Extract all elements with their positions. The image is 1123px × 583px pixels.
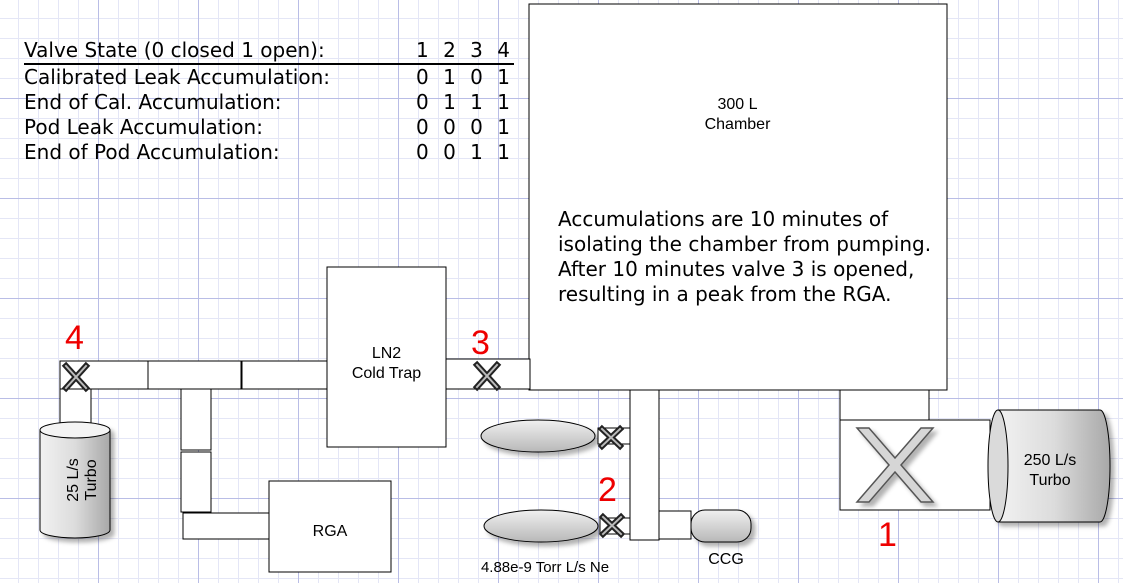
- chamber-label: 300 L Chamber: [670, 95, 805, 135]
- table-row-label: Calibrated Leak Accumulation:: [24, 65, 331, 89]
- table-row: Pod Leak Accumulation: 0 0 0 1: [24, 115, 514, 140]
- table-row: End of Cal. Accumulation: 0 1 1 1: [24, 90, 514, 115]
- ccg-label: CCG: [708, 551, 744, 568]
- ccg-gauge: [690, 509, 752, 543]
- table-row-values: 0 0 1 1: [416, 140, 514, 164]
- large-turbo-label: 250 L/s Turbo: [1005, 451, 1095, 491]
- small-turbo-pump: [39, 421, 111, 539]
- small-turbo-label: 25 L/s Turbo: [65, 430, 101, 530]
- chamber-label-line1: 300 L: [717, 96, 758, 113]
- table-row-label: Pod Leak Accumulation:: [24, 115, 263, 139]
- pipe-segment: [658, 510, 692, 540]
- table-header-label: Valve State (0 closed 1 open):: [24, 38, 325, 62]
- table-row-values: 0 0 0 1: [416, 115, 514, 139]
- pod-leak: [483, 509, 599, 543]
- cold-trap-label-line2: Cold Trap: [351, 365, 422, 382]
- pipe-segment: [629, 389, 660, 541]
- pipe-segment: [839, 389, 930, 421]
- valve-2b-icon: [598, 512, 626, 539]
- valve-1-icon: [855, 427, 935, 503]
- table-header-row: Valve State (0 closed 1 open): 1 2 3 4: [24, 38, 514, 65]
- table-row-label: End of Pod Accumulation:: [24, 140, 280, 164]
- cold-trap-box: [326, 266, 447, 448]
- pipe-segment: [147, 360, 242, 390]
- valve-2a-icon: [597, 424, 625, 451]
- pipe-segment: [241, 360, 328, 390]
- table-row: End of Pod Accumulation: 0 0 1 1: [24, 140, 514, 165]
- large-turbo-label-line1: 250 L/s: [1023, 452, 1077, 469]
- cold-trap-label-line1: LN2: [371, 345, 402, 362]
- cold-trap-label: LN2 Cold Trap: [327, 344, 446, 384]
- valve-number-4: 4: [65, 319, 84, 357]
- accumulation-note: Accumulations are 10 minutes of isolatin…: [558, 207, 932, 306]
- chamber-label-line2: Chamber: [704, 116, 771, 133]
- valve-state-table: Valve State (0 closed 1 open): 1 2 3 4 C…: [24, 38, 514, 165]
- table-row-label: End of Cal. Accumulation:: [24, 90, 282, 114]
- table-row-values: 0 1 0 1: [416, 65, 514, 89]
- valve-4-icon: [61, 361, 91, 393]
- leak-rate-label: 4.88e-9 Torr L/s Ne: [480, 559, 610, 576]
- valve-number-3: 3: [471, 324, 490, 362]
- pipe-segment: [180, 451, 212, 513]
- rga-label: RGA: [312, 523, 348, 540]
- table-row: Calibrated Leak Accumulation: 0 1 0 1: [24, 65, 514, 90]
- valve-3-icon: [472, 360, 502, 392]
- pipe-segment: [182, 512, 270, 540]
- calibrated-leak: [480, 419, 596, 453]
- chamber-box: [528, 3, 948, 391]
- table-header-values: 1 2 3 4: [416, 38, 514, 62]
- small-turbo-label-line2: Turbo: [83, 459, 100, 501]
- table-row-values: 0 1 1 1: [416, 90, 514, 114]
- large-turbo-pump: [987, 409, 1111, 523]
- small-turbo-label-line1: 25 L/s: [65, 458, 82, 502]
- rga-box: [268, 480, 392, 573]
- valve-number-2: 2: [598, 471, 617, 509]
- pipe-segment: [180, 388, 212, 451]
- large-turbo-label-line2: Turbo: [1029, 472, 1071, 489]
- pipe-segment: [59, 360, 149, 390]
- valve-number-1: 1: [878, 516, 897, 554]
